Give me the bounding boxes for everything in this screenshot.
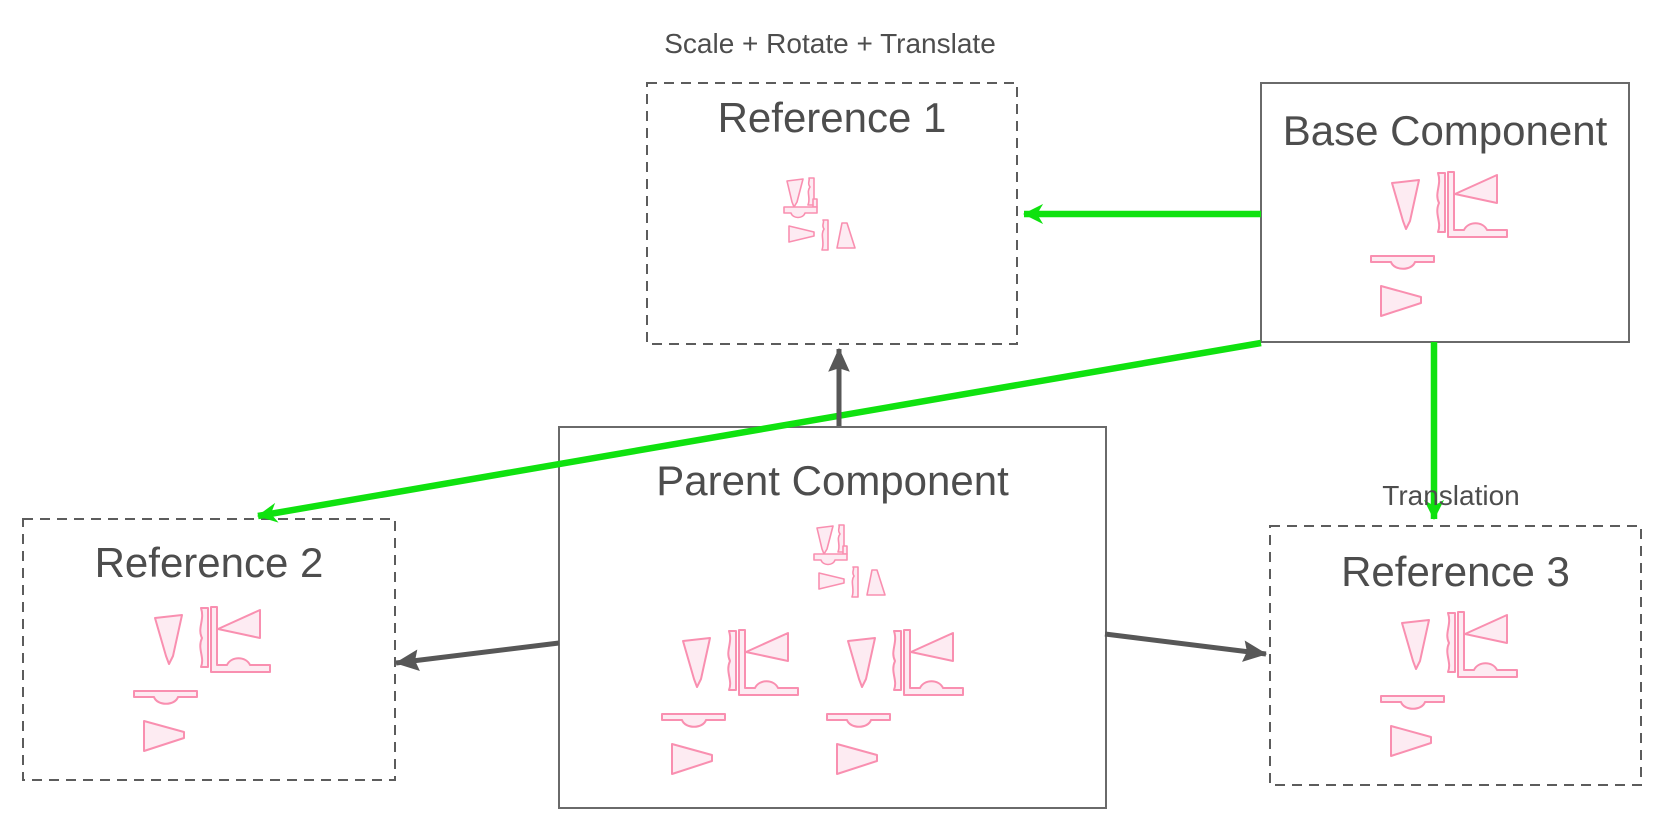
reference-1-shapes-transformed <box>783 177 856 251</box>
parent-shapes-transformed <box>813 524 886 598</box>
translation-label: Translation <box>1382 480 1520 511</box>
reference-1-title: Reference 1 <box>717 94 947 141</box>
base-component-title: Base Component <box>1282 107 1608 154</box>
reference-2-title: Reference 2 <box>94 539 324 586</box>
parent-component-box <box>558 426 1107 809</box>
reference-3-shapes <box>1380 611 1518 757</box>
reference-3-box <box>1269 525 1642 786</box>
reference-3-title: Reference 3 <box>1341 548 1570 595</box>
arrow-base-to-reference2 <box>257 339 1262 523</box>
scale-rotate-translate-label: Scale + Rotate + Translate <box>664 28 996 59</box>
parent-component-title: Parent Component <box>656 457 1009 504</box>
parent-shapes-right <box>826 629 964 775</box>
reference-2-box <box>22 518 396 781</box>
arrow-parent-to-reference2 <box>394 640 560 671</box>
parent-shapes-left <box>661 629 799 775</box>
reference-2-shapes <box>133 606 271 752</box>
base-component-shapes <box>1370 171 1508 317</box>
arrow-parent-to-reference3 <box>1104 631 1268 662</box>
reference-1-box <box>646 82 1018 345</box>
